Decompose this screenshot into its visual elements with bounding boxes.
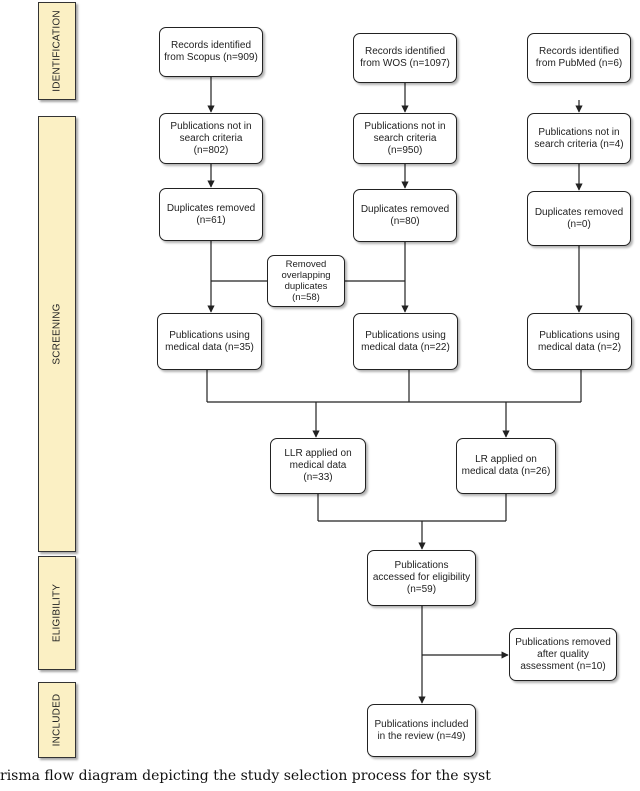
box-scopus-duplicates: Duplicates removed (n=61) xyxy=(159,188,263,241)
box-lr-applied: LR applied on medical data (n=26) xyxy=(456,438,556,494)
box-pubmed-not-criteria: Publications not in search criteria (n=4… xyxy=(527,113,631,164)
phase-screening: SCREENING xyxy=(38,116,76,552)
box-scopus-not-criteria: Publications not in search criteria (n=8… xyxy=(159,113,263,164)
phase-eligibility: ELIGIBILITY xyxy=(38,556,76,670)
box-wos-medical: Publications using medical data (n=22) xyxy=(353,313,458,370)
phase-included: INCLUDED xyxy=(38,682,76,758)
box-overlapping-duplicates: Removed overlapping duplicates (n=58) xyxy=(267,255,345,307)
box-pubmed-medical: Publications using medical data (n=2) xyxy=(527,313,632,370)
box-wos-not-criteria: Publications not in search criteria (n=9… xyxy=(353,113,457,164)
box-quality-removed: Publications removed after quality asses… xyxy=(509,628,617,681)
box-scopus-records: Records identified from Scopus (n=909) xyxy=(159,27,263,77)
box-included-review: Publications included in the review (n=4… xyxy=(367,704,476,757)
box-pubmed-duplicates: Duplicates removed (n=0) xyxy=(527,191,631,246)
box-wos-records: Records identified from WOS (n=1097) xyxy=(353,33,457,83)
box-llr-applied: LLR applied on medical data (n=33) xyxy=(270,438,366,494)
figure-caption: risma flow diagram depicting the study s… xyxy=(0,768,491,784)
box-eligibility-assessed: Publications accessed for eligibility (n… xyxy=(367,550,476,606)
phase-identification: IDENTIFICATION xyxy=(38,2,76,100)
box-wos-duplicates: Duplicates removed (n=80) xyxy=(353,189,457,242)
box-pubmed-records: Records identified from PubMed (n=6) xyxy=(527,33,631,83)
box-scopus-medical: Publications using medical data (n=35) xyxy=(157,313,262,370)
